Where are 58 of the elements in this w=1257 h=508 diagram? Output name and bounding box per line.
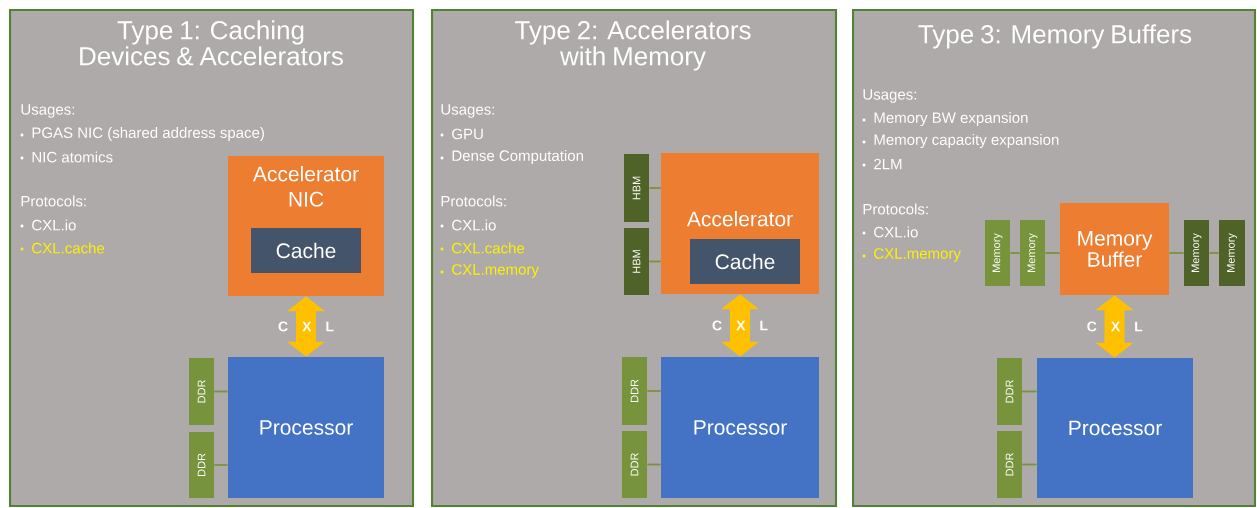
connector-line <box>1009 252 1021 254</box>
memory-buffer-box: Memory Buffer <box>1060 203 1169 295</box>
memory-module: DDR <box>622 357 647 425</box>
memory-module: DDR <box>997 358 1022 425</box>
cache-box: Cache <box>690 239 800 284</box>
connector-line <box>1168 252 1185 254</box>
panel-title: Type 3: Memory Buffers <box>918 24 1192 49</box>
list-item: 2LM <box>862 158 902 170</box>
section-heading: Protocols: <box>863 203 928 215</box>
section-heading: Usages: <box>441 104 495 118</box>
connector-line <box>1021 390 1038 393</box>
connector-line <box>646 463 662 466</box>
list-item: CXL.io <box>440 219 496 231</box>
connector-line <box>648 260 662 263</box>
memory-module: HBM <box>624 154 649 222</box>
list-item: CXL.cache <box>440 242 525 254</box>
list-item: CXL.io <box>862 226 918 238</box>
list-item: Memory BW expansion <box>862 112 1028 126</box>
connector-line <box>646 390 662 392</box>
connector-line <box>213 464 229 466</box>
list-item: CXL.memory <box>440 264 539 278</box>
connector-line <box>1044 252 1061 254</box>
processor-box: Processor <box>228 357 384 498</box>
list-item: Memory capacity expansion <box>862 134 1059 148</box>
edge-label: C X L <box>278 321 334 332</box>
list-item: NIC atomics <box>20 151 113 163</box>
list-item: GPU <box>440 128 483 140</box>
section-heading: Usages: <box>21 104 75 118</box>
memory-module: Memory <box>1020 220 1045 286</box>
double-arrow <box>721 294 759 357</box>
memory-module: DDR <box>622 431 647 498</box>
list-item: CXL.cache <box>20 242 105 254</box>
double-arrow <box>1095 295 1134 358</box>
edge-label: C X L <box>712 320 768 331</box>
panel-title: Type 1: Caching Devices & Accelerators <box>80 20 343 66</box>
section-heading: Usages: <box>863 89 917 103</box>
connector-line <box>1021 463 1038 466</box>
panel-title: Type 2: Accelerators with Memory <box>515 20 751 71</box>
processor-box: Processor <box>661 357 819 498</box>
section-heading: Protocols: <box>441 195 506 207</box>
double-arrow <box>287 296 325 357</box>
list-item: CXL.io <box>20 219 76 231</box>
list-item: PGAS NIC (shared address space) <box>20 127 264 141</box>
memory-module: Memory <box>985 220 1010 286</box>
processor-box: Processor <box>1037 358 1193 498</box>
connector-line <box>648 187 662 189</box>
memory-module: Memory <box>1184 220 1209 286</box>
connector-line <box>213 390 229 393</box>
list-item: CXL.memory <box>862 248 961 262</box>
cache-box: Cache <box>251 228 361 273</box>
section-heading: Protocols: <box>21 195 86 207</box>
connector-line <box>1208 252 1220 254</box>
edge-label: C X L <box>1087 321 1143 332</box>
memory-module: DDR <box>189 432 214 498</box>
list-item: Dense Computation <box>440 150 583 164</box>
memory-module: HBM <box>624 228 649 295</box>
memory-module: DDR <box>997 431 1022 498</box>
memory-module: DDR <box>189 358 214 425</box>
